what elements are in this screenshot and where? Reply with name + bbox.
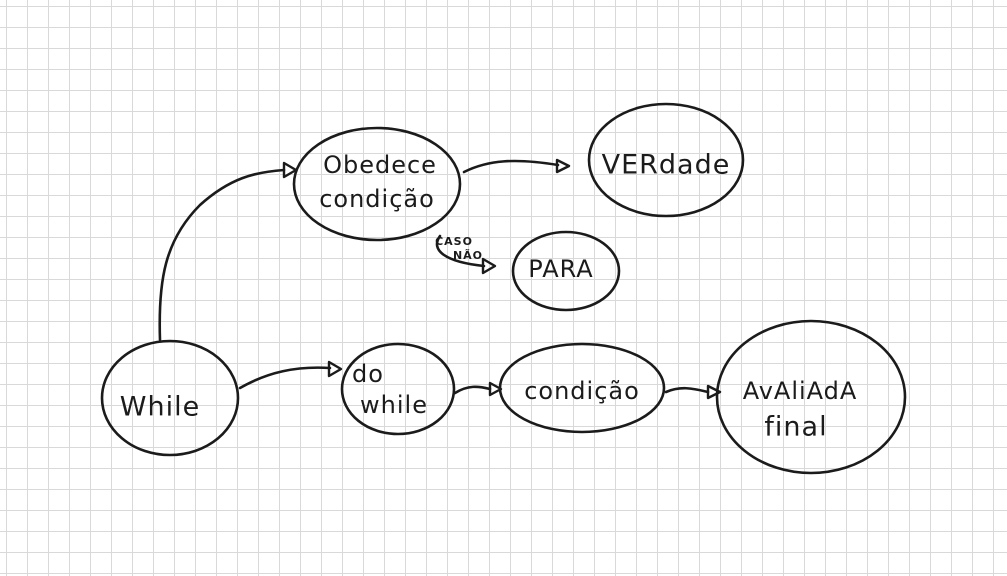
edge-label-nao: NÃO	[453, 249, 483, 262]
edge-condicao-to-avaliada-line	[664, 386, 710, 394]
edge-do-while-to-condicao-line	[453, 385, 492, 395]
edge-while-to-obedece	[158, 161, 298, 342]
edge-obedece-to-verdade-line	[462, 159, 560, 174]
edge-obedece-to-para: CASO NÃO	[435, 234, 497, 275]
node-avaliada-label-line2: final	[764, 412, 827, 443]
edge-obedece-to-verdade	[462, 158, 571, 174]
arrowhead-icon	[481, 257, 497, 275]
node-while-label: While	[120, 392, 200, 423]
node-obedece-condicao[interactable]: Obedece condição	[292, 126, 462, 242]
node-verdade-outline	[587, 102, 745, 218]
node-para-outline	[511, 230, 621, 312]
node-do-while-label-line1: do	[352, 360, 384, 388]
node-obedece-outline	[292, 126, 462, 242]
node-obedece-label-line1: Obedece	[323, 151, 437, 179]
edge-while-to-do-while-line	[238, 366, 332, 390]
arrowhead-icon	[282, 161, 298, 179]
node-condicao[interactable]: condição	[498, 342, 666, 434]
node-condicao-label: condição	[524, 377, 640, 405]
node-verdade[interactable]: VERdade	[587, 102, 745, 218]
node-verdade-label: VERdade	[602, 150, 731, 181]
edge-do-while-to-condicao	[453, 381, 503, 397]
node-para[interactable]: PARA	[511, 230, 621, 312]
edge-while-to-obedece-line	[158, 168, 286, 342]
node-obedece-label-line2: condição	[319, 185, 435, 213]
node-para-label: PARA	[528, 255, 593, 283]
node-while[interactable]: While	[100, 339, 240, 457]
node-do-while[interactable]: do while	[340, 342, 456, 436]
node-avaliada-label-line1: AvAliAdA	[743, 377, 858, 405]
node-do-while-label-line2: while	[360, 391, 428, 419]
node-while-outline	[100, 339, 240, 457]
edge-while-to-do-while	[238, 360, 343, 390]
arrowhead-icon	[327, 360, 343, 378]
edge-obedece-to-para-line	[435, 234, 486, 268]
edge-condicao-to-avaliada	[664, 384, 722, 400]
node-avaliada-outline	[715, 319, 907, 475]
arrowhead-icon	[488, 381, 503, 397]
edge-label-caso: CASO	[435, 235, 473, 248]
arrowhead-icon	[555, 158, 571, 174]
node-avaliada-final[interactable]: AvAliAdA final	[715, 319, 907, 475]
arrowhead-icon	[706, 384, 722, 400]
node-do-while-outline	[340, 342, 456, 436]
